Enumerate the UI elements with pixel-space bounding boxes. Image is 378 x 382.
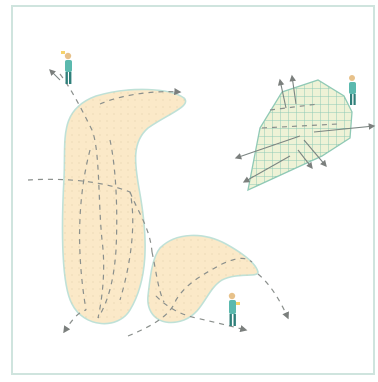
person-icon xyxy=(349,75,356,105)
person-icon xyxy=(229,293,240,326)
person-icon xyxy=(61,51,72,84)
arrow-icon xyxy=(50,70,60,80)
